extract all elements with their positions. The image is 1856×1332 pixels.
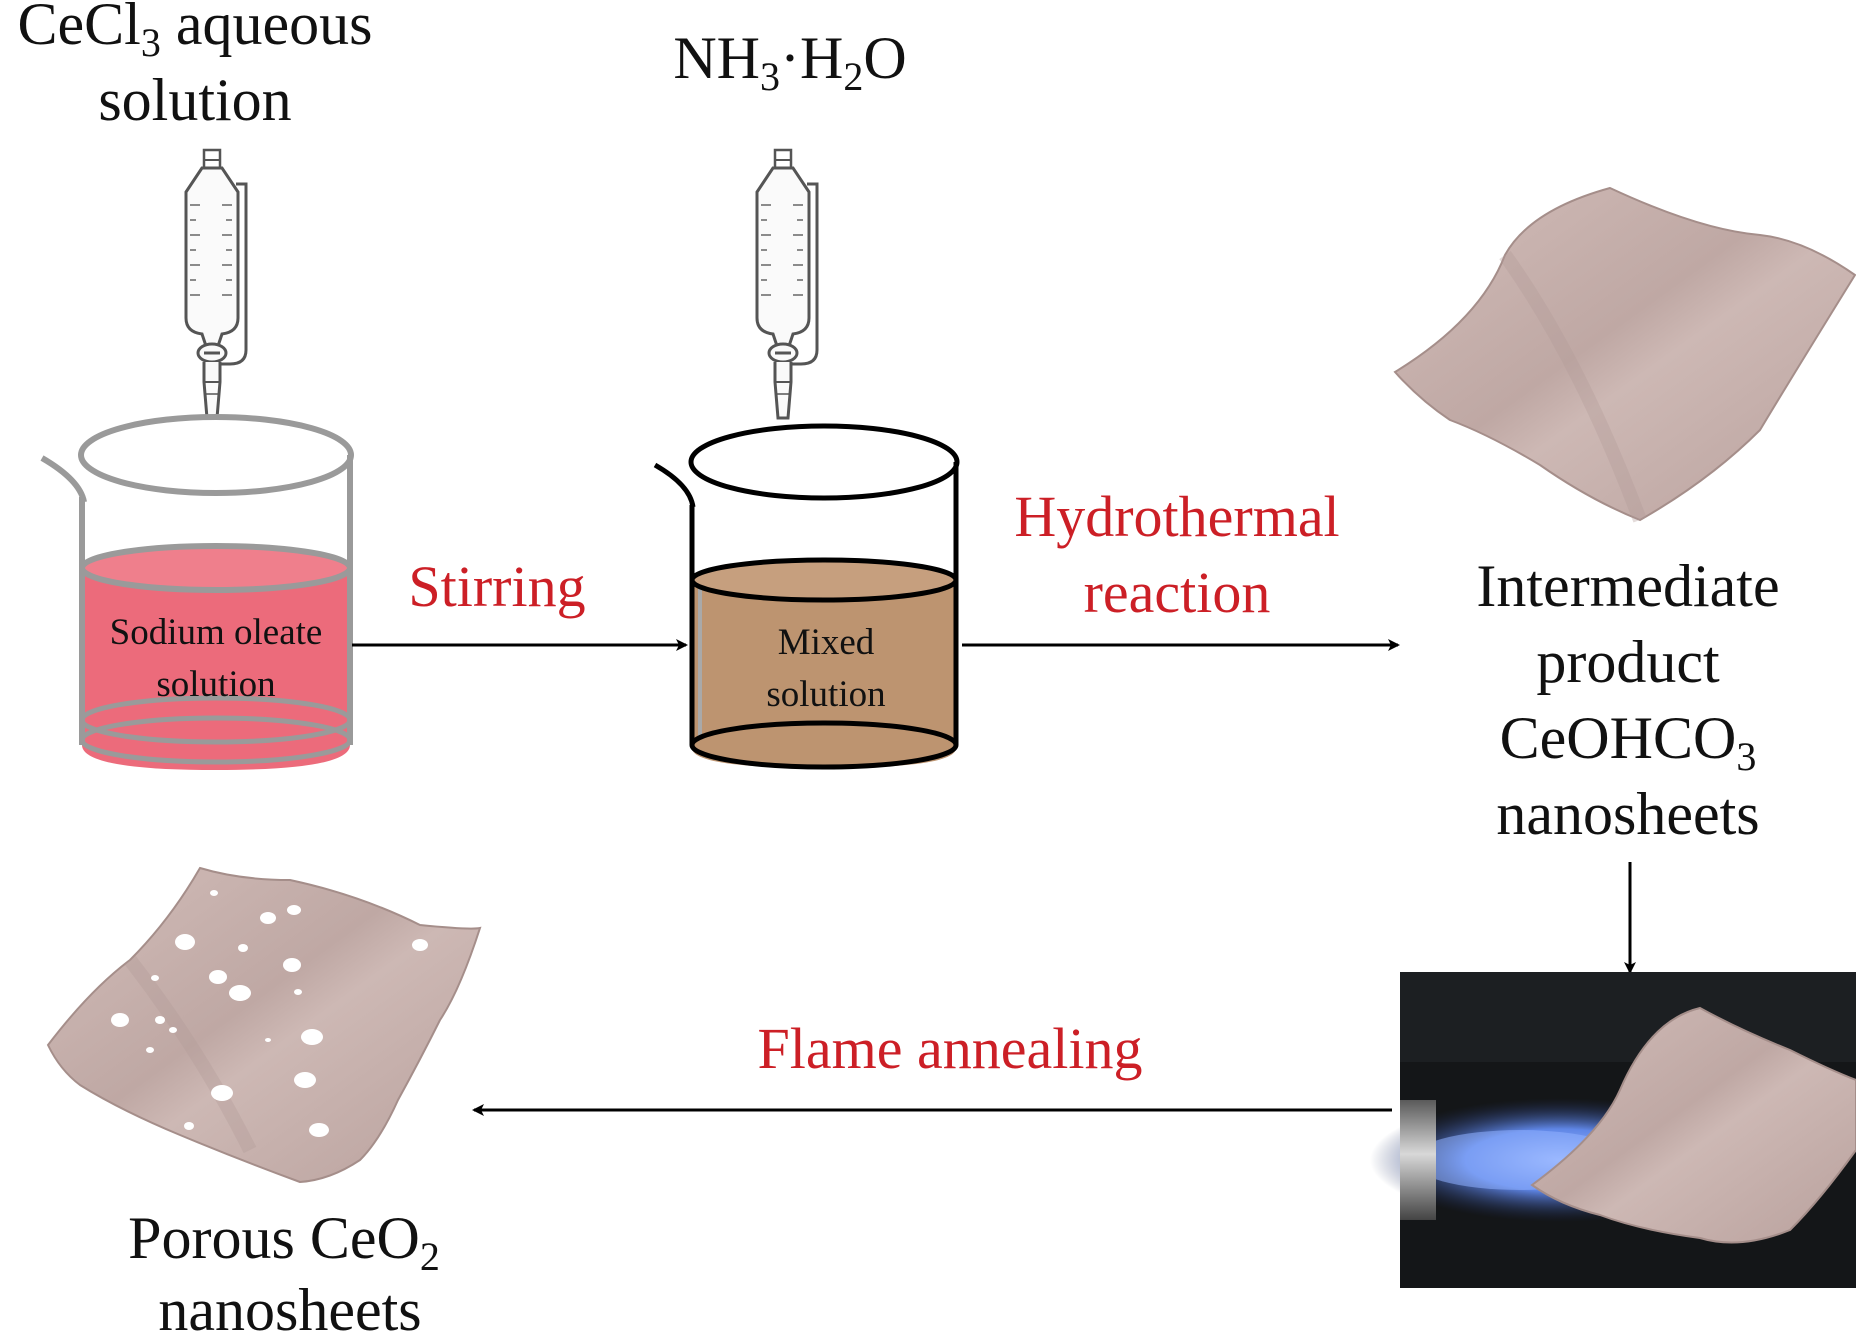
porous-nanosheet-icon <box>46 866 482 1184</box>
step-hydrothermal-line2: reaction <box>1084 560 1271 625</box>
beaker-icon: Mixed solution <box>653 423 960 770</box>
reagent1-label: CeCl3 aqueous <box>18 0 373 65</box>
final-label: Porous CeO2 <box>128 1205 440 1279</box>
beaker1-label: Sodium oleate <box>110 612 323 653</box>
intermediate-label-line4: nanosheets <box>1496 781 1759 847</box>
beaker2-label: Mixed <box>778 622 875 663</box>
step-stirring: Stirring <box>408 554 585 619</box>
reagent2-label: NH3·H2O <box>673 25 906 99</box>
step-hydrothermal: Hydrothermal <box>1014 484 1339 549</box>
beaker1-label-line2: solution <box>156 664 275 705</box>
intermediate-label-line2: product <box>1536 629 1720 695</box>
beaker-icon: Sodium oleate solution <box>40 414 354 770</box>
separatory-funnel-icon <box>755 148 819 420</box>
beaker2-label-line2: solution <box>766 674 885 715</box>
separatory-funnel-icon <box>184 148 248 420</box>
intermediate-label-line3: CeOHCO3 <box>1500 705 1757 779</box>
reagent1-label-line2: solution <box>98 67 291 133</box>
final-label-line2: nanosheets <box>158 1277 421 1332</box>
intermediate-label: Intermediate <box>1476 553 1779 619</box>
flame-photo <box>1370 972 1856 1288</box>
nanosheet-icon <box>1393 186 1856 523</box>
step-flame-annealing: Flame annealing <box>758 1016 1143 1081</box>
